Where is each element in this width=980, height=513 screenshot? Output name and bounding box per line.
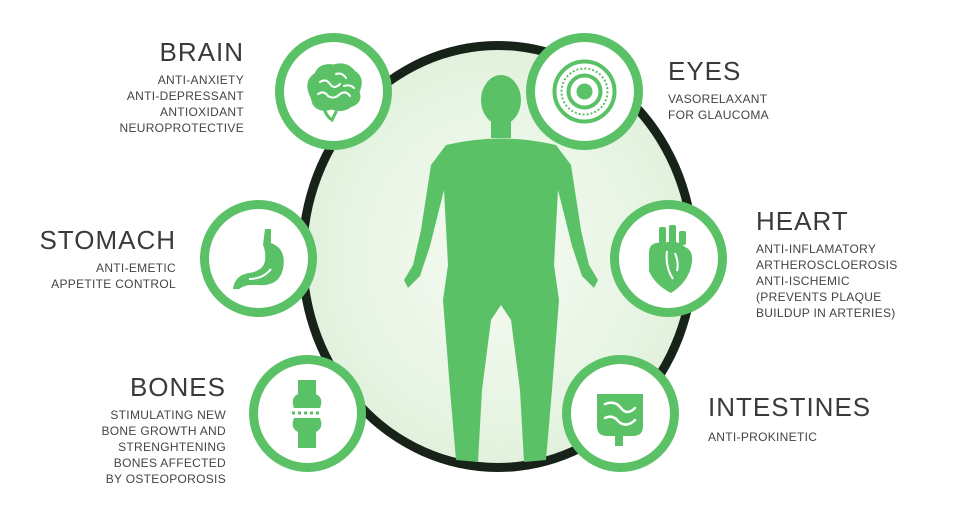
brain-icon	[307, 63, 362, 123]
eyes-benefit: VASORELAXANT	[668, 92, 768, 106]
bones-title: BONES	[129, 372, 226, 402]
intestines-icon	[597, 394, 643, 446]
brain-benefit: NEUROPROTECTIVE	[119, 121, 244, 135]
eyes-title: EYES	[668, 56, 742, 86]
bones-benefit: STRENGHTENING	[118, 440, 226, 454]
heart-benefit: ANTI-INFLAMATORY	[756, 242, 877, 256]
heart-title: HEART	[756, 206, 849, 236]
stomach-benefit: APPETITE CONTROL	[51, 277, 176, 291]
heart-benefit: (PREVENTS PLAQUE	[756, 290, 882, 304]
bones-benefits: STIMULATING NEW BONE GROWTH AND STRENGHT…	[60, 407, 226, 487]
heart-benefit: ARTHEROSCLOEROSIS	[756, 258, 898, 272]
bone-joint-icon	[292, 380, 322, 448]
stomach-title: STOMACH	[39, 225, 176, 255]
intestines-benefit: ANTI-PROKINETIC	[708, 430, 818, 444]
brain-benefit: ANTI-DEPRESSANT	[126, 89, 244, 103]
brain-label: BRAIN ANTI-ANXIETY ANTI-DEPRESSANT ANTIO…	[80, 38, 244, 136]
bones-badge	[249, 355, 366, 472]
intestines-badge	[562, 355, 679, 472]
heart-icon	[649, 225, 693, 293]
eyes-benefit: FOR GLAUCOMA	[668, 108, 769, 122]
heart-benefit: ANTI-ISCHEMIC	[756, 274, 850, 288]
heart-benefits: ANTI-INFLAMATORY ARTHEROSCLOEROSIS ANTI-…	[756, 241, 956, 321]
human-silhouette-icon	[404, 75, 598, 462]
stomach-benefits: ANTI-EMETIC APPETITE CONTROL	[20, 260, 176, 292]
eye-icon	[552, 59, 617, 124]
heart-badge	[610, 200, 727, 317]
bones-label: BONES STIMULATING NEW BONE GROWTH AND ST…	[60, 373, 226, 487]
bones-benefit: BONE GROWTH AND	[101, 424, 226, 438]
heart-label: HEART ANTI-INFLAMATORY ARTHEROSCLOEROSIS…	[756, 207, 956, 321]
brain-title: BRAIN	[159, 37, 244, 67]
brain-benefit: ANTIOXIDANT	[160, 105, 244, 119]
heart-benefit: BUILDUP IN ARTERIES)	[756, 306, 896, 320]
stomach-label: STOMACH ANTI-EMETIC APPETITE CONTROL	[20, 226, 176, 292]
stomach-benefit: ANTI-EMETIC	[96, 261, 176, 275]
brain-benefits: ANTI-ANXIETY ANTI-DEPRESSANT ANTIOXIDANT…	[80, 72, 244, 136]
intestines-title: INTESTINES	[708, 392, 872, 422]
bones-benefit: BONES AFFECTED	[113, 456, 226, 470]
eyes-benefits: VASORELAXANT FOR GLAUCOMA	[668, 91, 868, 123]
bones-benefit: STIMULATING NEW	[110, 408, 226, 422]
bones-benefit: BY OSTEOPOROSIS	[105, 472, 226, 486]
eyes-badge	[526, 33, 643, 150]
eyes-label: EYES VASORELAXANT FOR GLAUCOMA	[668, 57, 868, 123]
intestines-label: INTESTINES ANTI-PROKINETIC	[708, 393, 928, 445]
intestines-benefits: ANTI-PROKINETIC	[708, 429, 928, 445]
brain-badge	[275, 33, 392, 150]
stomach-badge	[200, 200, 317, 317]
brain-benefit: ANTI-ANXIETY	[157, 73, 244, 87]
stomach-icon	[233, 229, 284, 289]
